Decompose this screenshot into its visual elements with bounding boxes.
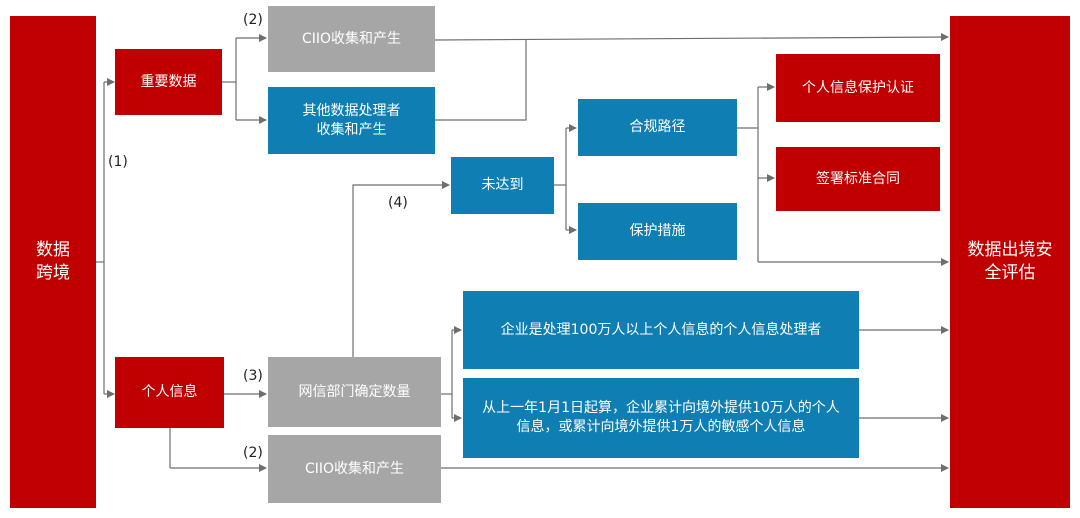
node-cross-border: 数据 跨境 [10,16,96,508]
node-standard-contract: 签署标准合同 [776,147,940,211]
node-security-assessment: 数据出境安 全评估 [950,16,1070,508]
node-ciio-bottom: CIIO收集和产生 [268,435,441,503]
node-pi-certification: 个人信息保护认证 [776,54,940,122]
node-threshold-cumulative: 从上一年1月1日起算，企业累计向境外提供10万人的个人 信息，或累计向境外提供1… [463,378,859,458]
arrow-cac-to-not-reached [352,181,450,357]
label-step-4: (4) [388,195,408,211]
node-cac-quantity: 网信部门确定数量 [268,357,441,427]
label-step-3: (3) [243,368,263,384]
arrow-ciio-top-to-assessment [434,33,949,42]
label-step-1: (1) [108,154,128,170]
node-personal-info: 个人信息 [115,357,224,428]
connector-other-processor-up [435,40,527,121]
node-ciio-top: CIIO收集和产生 [268,6,435,72]
node-threshold-1m: 企业是处理100万人以上个人信息的个人信息处理者 [463,291,859,369]
node-compliance-path: 合规路径 [578,99,737,156]
node-important-data: 重要数据 [115,49,222,115]
label-step-2-top: (2) [243,12,263,28]
node-protection-measures: 保护措施 [578,203,737,260]
label-step-2-bottom: (2) [243,445,263,461]
node-other-processor: 其他数据处理者 收集和产生 [268,87,435,154]
node-not-reached: 未达到 [451,157,554,214]
